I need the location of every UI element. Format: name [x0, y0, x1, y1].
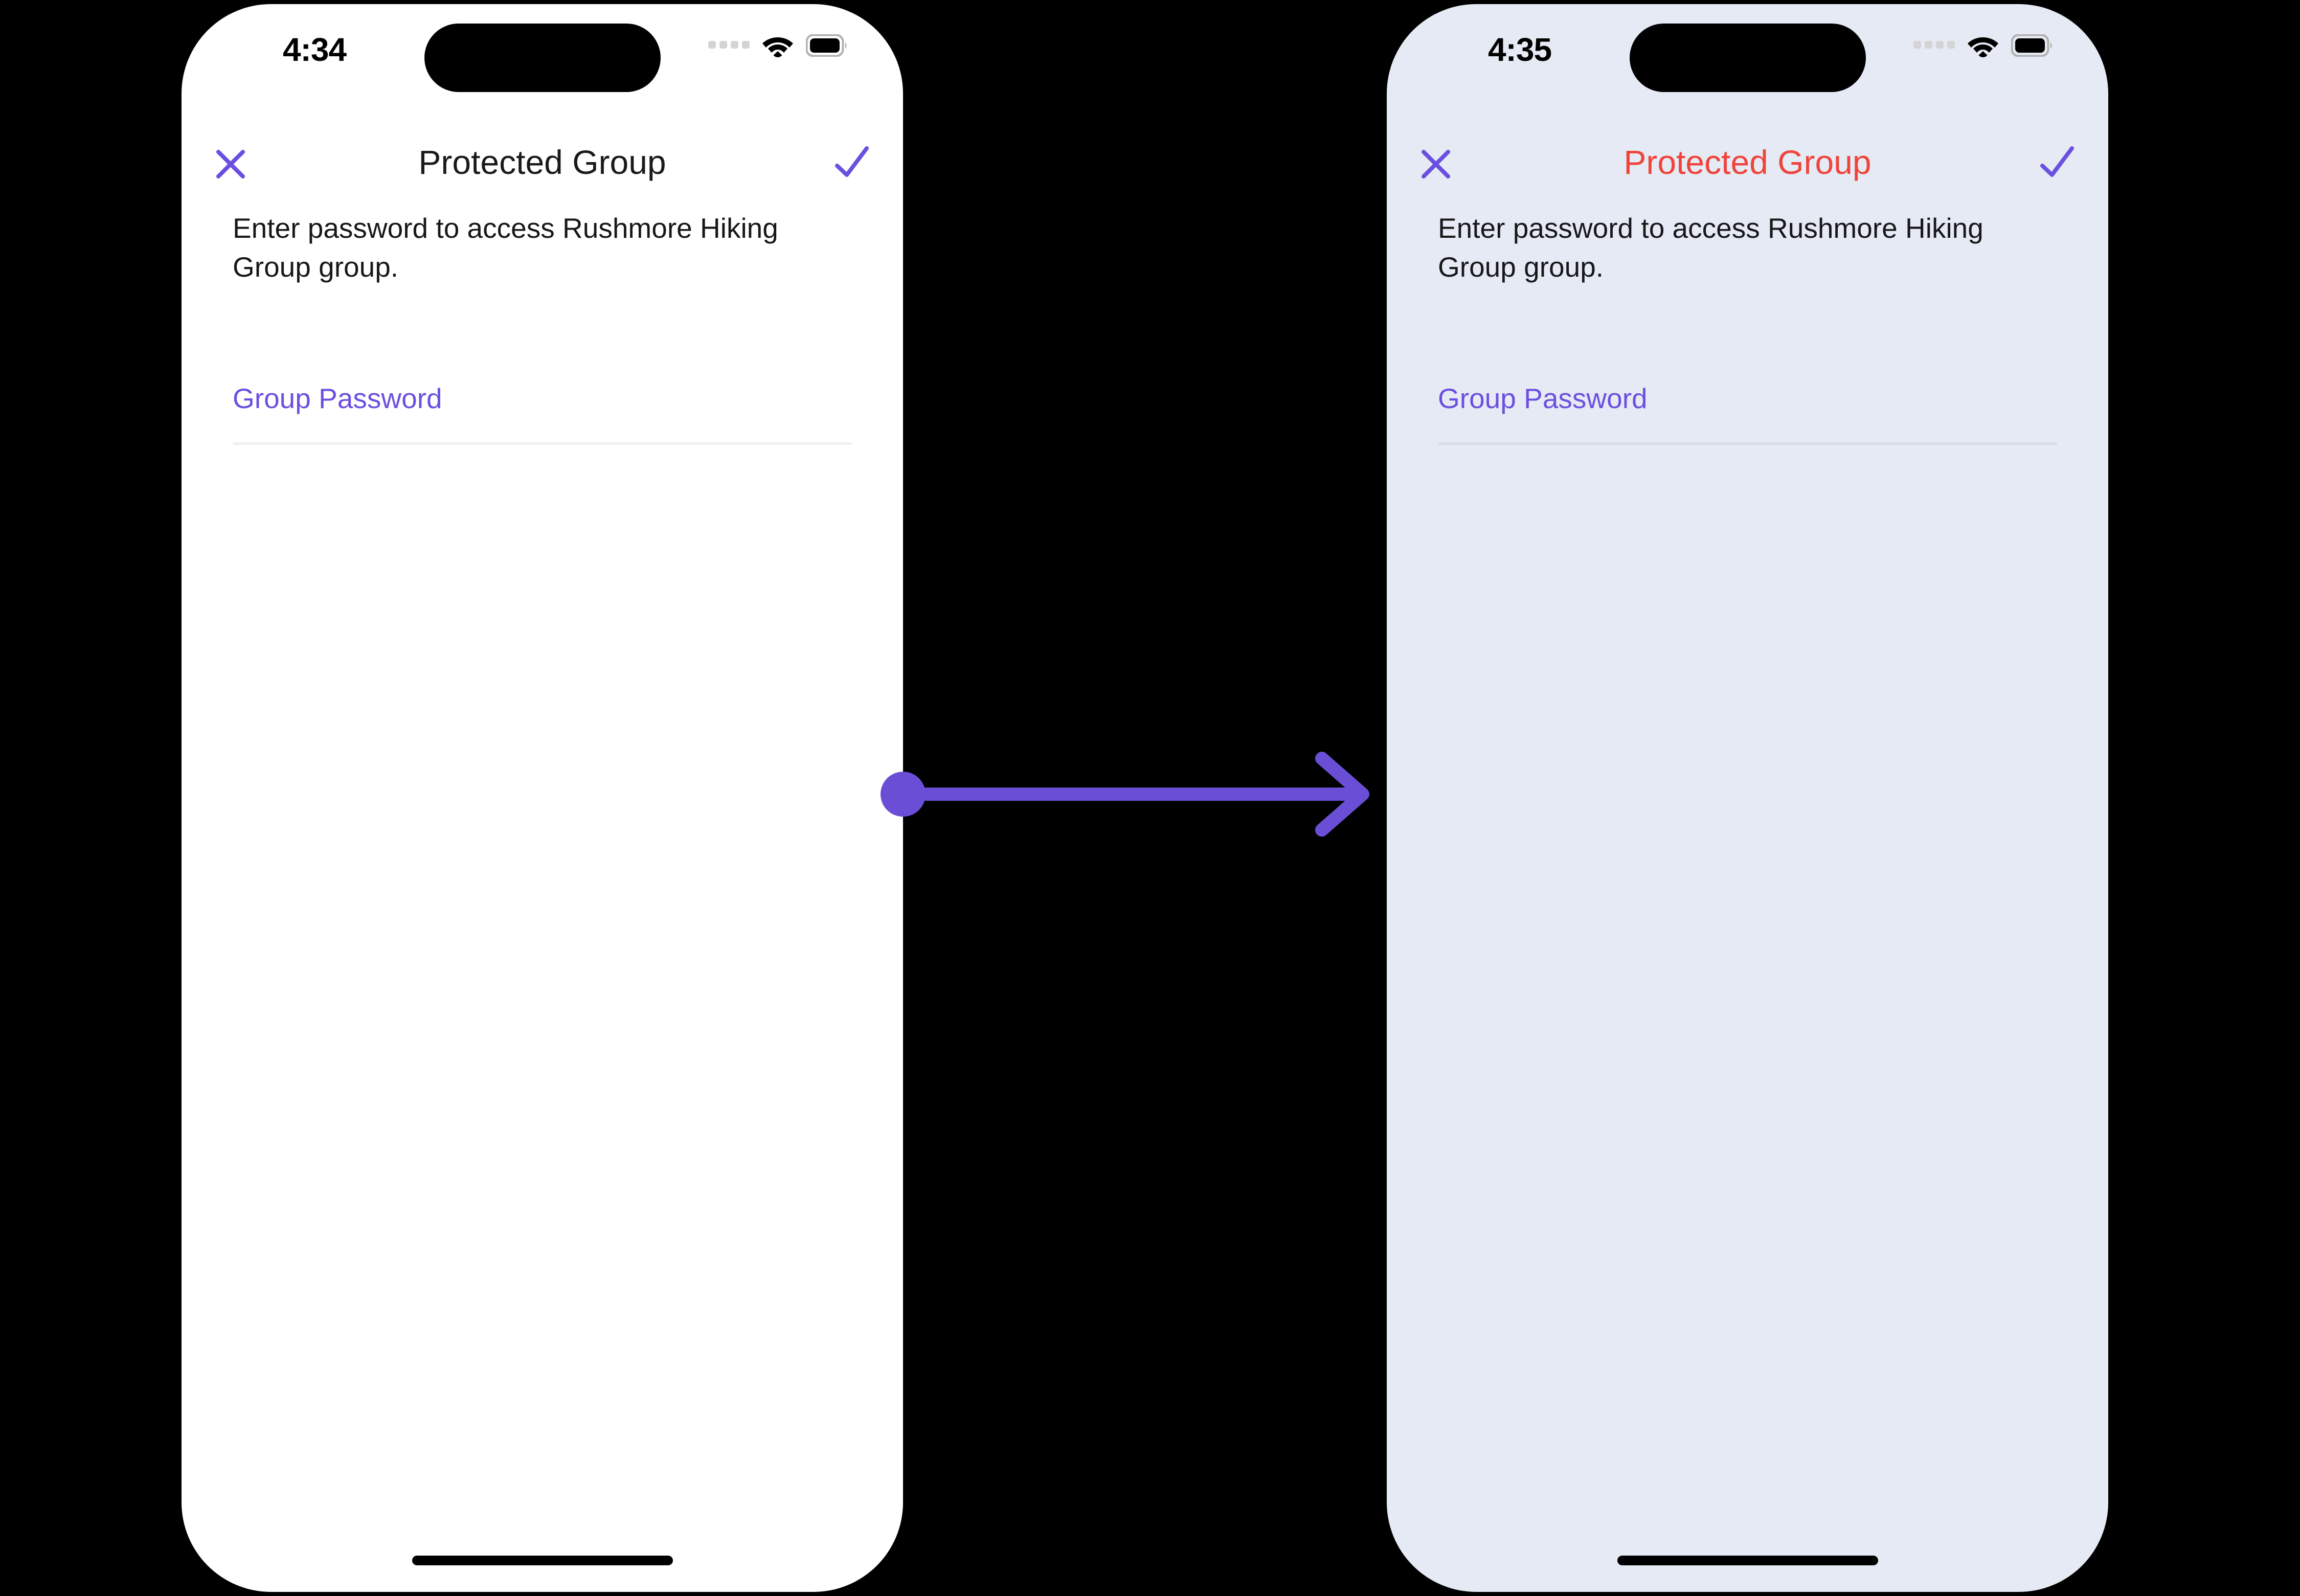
- page-title: Protected Group: [1623, 143, 1871, 181]
- home-indicator: [1617, 1556, 1878, 1565]
- close-x-icon: [216, 150, 245, 178]
- screen-content-after: Enter password to access Rushmore Hiking…: [1438, 209, 2057, 445]
- close-button[interactable]: [210, 144, 251, 185]
- wifi-icon: [1967, 34, 1999, 57]
- page-title: Protected Group: [418, 143, 666, 181]
- confirm-button[interactable]: [829, 140, 874, 185]
- status-indicators: [708, 34, 848, 57]
- dynamic-island: [424, 24, 661, 92]
- flow-connector: [880, 741, 1391, 849]
- group-password-label: Group Password: [233, 383, 442, 414]
- checkmark-icon: [835, 146, 869, 177]
- close-x-icon: [1422, 150, 1450, 178]
- arrow-right-icon: [1315, 752, 1369, 837]
- group-password-input[interactable]: [233, 442, 852, 445]
- battery-full-icon: [806, 34, 848, 57]
- dynamic-island: [1629, 24, 1866, 92]
- group-password-label: Group Password: [1438, 383, 1648, 414]
- status-time: 4:34: [282, 31, 347, 68]
- status-indicators: [1913, 34, 2053, 57]
- nav-bar-after: Protected Group: [1387, 134, 2108, 201]
- screen-content-before: Enter password to access Rushmore Hiking…: [233, 209, 852, 445]
- close-button[interactable]: [1415, 144, 1456, 185]
- instruction-text: Enter password to access Rushmore Hiking…: [233, 212, 778, 283]
- home-indicator: [412, 1556, 673, 1565]
- status-bar-before: 4:34: [182, 4, 903, 111]
- phone-screen-after: 4:35: [1387, 4, 2108, 1592]
- instruction-text: Enter password to access Rushmore Hiking…: [1438, 212, 1983, 283]
- status-bar-after: 4:35: [1387, 4, 2108, 111]
- checkmark-icon: [2040, 146, 2074, 177]
- group-password-input[interactable]: [1438, 442, 2057, 445]
- battery-full-icon: [2011, 34, 2053, 57]
- confirm-button[interactable]: [2035, 140, 2080, 185]
- status-time: 4:35: [1487, 31, 1552, 68]
- cellular-signal-icon: [1913, 40, 1955, 49]
- cellular-signal-icon: [708, 40, 750, 49]
- phone-screen-before: 4:34: [182, 4, 903, 1592]
- wifi-icon: [762, 34, 794, 57]
- nav-bar-before: Protected Group: [182, 134, 903, 201]
